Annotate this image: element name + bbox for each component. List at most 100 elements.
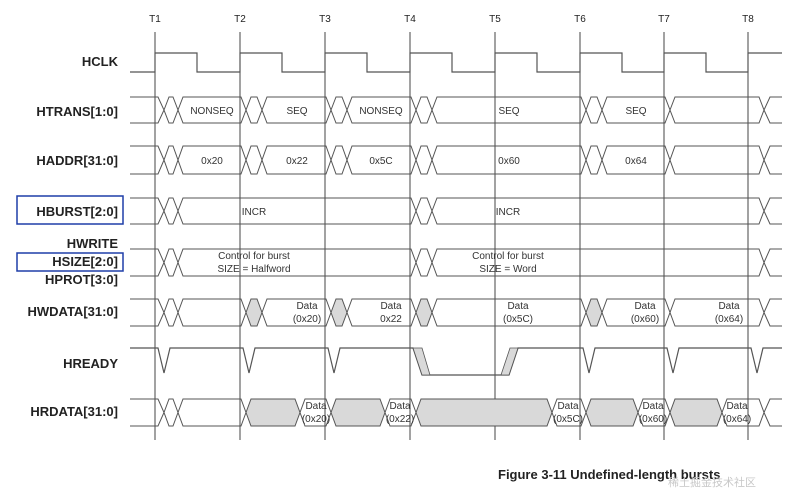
hburst-value: INCR <box>496 207 520 218</box>
hprot-label: HPROT[3:0] <box>45 272 118 287</box>
control-value-line2: SIZE = Word <box>479 264 536 275</box>
hwdata-transition <box>245 298 263 327</box>
htrans-value: NONSEQ <box>359 106 403 117</box>
haddr-value: 0x20 <box>201 156 223 167</box>
hrdata-value-line2: (0x60) <box>639 414 667 425</box>
hrdata-value-line1: Data <box>557 401 579 412</box>
time-marker-label: T1 <box>149 14 161 25</box>
control-segment <box>177 248 417 277</box>
hsize-label: HSIZE[2:0] <box>52 254 118 269</box>
hwdata-transition <box>585 298 603 327</box>
time-marker-label: T2 <box>234 14 246 25</box>
hburst-segment <box>177 197 417 225</box>
htrans-invalid-segment <box>163 96 179 124</box>
hrdata-value-line1: Data <box>726 401 748 412</box>
hwdata-end-segment <box>763 298 782 327</box>
hrdata-fill-segment <box>669 398 723 427</box>
time-marker-label: T4 <box>404 14 416 25</box>
hrdata-segment <box>177 398 247 427</box>
htrans-segment <box>585 96 603 124</box>
hburst-segment <box>431 197 765 225</box>
hready-transition-fill <box>500 347 519 376</box>
control-end-segment <box>763 248 782 277</box>
hwdata-value-line1: Data <box>634 301 656 312</box>
htrans-start-segment <box>130 96 165 124</box>
hwdata-value-line2: (0x64) <box>715 314 743 325</box>
time-marker-label: T3 <box>319 14 331 25</box>
haddr-value: 0x60 <box>498 156 520 167</box>
htrans-label: HTRANS[1:0] <box>36 104 118 119</box>
haddr-segment <box>669 145 765 175</box>
haddr-value: 0x5C <box>369 156 392 167</box>
hburst-value: INCR <box>242 207 266 218</box>
hburst-end-segment <box>763 197 782 225</box>
control-value-line1: Control for burst <box>472 251 544 262</box>
haddr-segment <box>245 145 263 175</box>
time-marker-label: T8 <box>742 14 754 25</box>
control-value-line1: Control for burst <box>218 251 290 262</box>
hrdata-label: HRDATA[31:0] <box>30 404 118 419</box>
hready-waveform <box>130 347 782 376</box>
figure-caption: Figure 3-11 Undefined-length bursts <box>498 467 720 482</box>
hwdata-label: HWDATA[31:0] <box>27 304 118 319</box>
hrdata-value-line2: (0x64) <box>723 414 751 425</box>
hburst-transition <box>415 197 433 225</box>
hrdata-value-line2: (0x5C) <box>553 414 583 425</box>
hwdata-value-line1: Data <box>380 301 402 312</box>
hwdata-value-line2: (0x5C) <box>503 314 533 325</box>
hrdata-value-line1: Data <box>642 401 664 412</box>
hrdata-fill-segment <box>415 398 553 427</box>
htrans-segment <box>330 96 348 124</box>
hrdata-value-line2: (0x22) <box>386 414 414 425</box>
hwdata-invalid-segment <box>163 298 179 327</box>
watermark-text: 稀土掘金技术社区 <box>668 475 756 489</box>
htrans-segment <box>245 96 263 124</box>
hclk-label: HCLK <box>82 54 119 69</box>
hwdata-transition <box>415 298 433 327</box>
hrdata-end-segment <box>763 398 782 427</box>
hwdata-value-line1: Data <box>296 301 318 312</box>
control-start-segment <box>130 248 165 277</box>
htrans-segment <box>415 96 433 124</box>
hclk-waveform <box>130 52 782 73</box>
hready-label: HREADY <box>63 356 118 371</box>
hwdata-value-line1: Data <box>507 301 529 312</box>
hready-transition-fill <box>412 347 431 376</box>
haddr-segment <box>585 145 603 175</box>
time-marker-label: T5 <box>489 14 501 25</box>
control-segment <box>431 248 765 277</box>
hwdata-start-segment <box>130 298 165 327</box>
hrdata-segment <box>721 398 765 427</box>
hrdata-start-segment <box>130 398 165 427</box>
hrdata-fill-segment <box>330 398 386 427</box>
haddr-label: HADDR[31:0] <box>36 153 118 168</box>
hburst-invalid-segment <box>163 197 179 225</box>
haddr-segment <box>415 145 433 175</box>
htrans-segment <box>669 96 765 124</box>
hburst-label: HBURST[2:0] <box>36 204 118 219</box>
hwdata-value-line2: (0x20) <box>293 314 321 325</box>
haddr-end-segment <box>763 145 782 175</box>
hwrite-label: HWRITE <box>67 236 119 251</box>
hburst-start-segment <box>130 197 165 225</box>
control-value-line2: SIZE = Halfword <box>217 264 290 275</box>
haddr-value: 0x22 <box>286 156 308 167</box>
control-invalid-segment <box>163 248 179 277</box>
htrans-value: NONSEQ <box>190 106 234 117</box>
haddr-value: 0x64 <box>625 156 647 167</box>
time-marker-label: T6 <box>574 14 586 25</box>
signal-waveforms <box>130 52 782 427</box>
control-transition <box>415 248 433 277</box>
htrans-value: SEQ <box>286 106 307 117</box>
hrdata-value-line2: (0x20) <box>302 414 330 425</box>
hwdata-segment <box>669 298 765 327</box>
hwdata-segment <box>177 298 247 327</box>
signal-labels: HCLK HTRANS[1:0] HADDR[31:0] HBURST[2:0] HWR… <box>16 54 124 419</box>
time-grid <box>154 32 749 440</box>
hrdata-fill-segment <box>245 398 301 427</box>
haddr-segment <box>330 145 348 175</box>
time-marker-label: T7 <box>658 14 670 25</box>
hrdata-value-line1: Data <box>389 401 411 412</box>
